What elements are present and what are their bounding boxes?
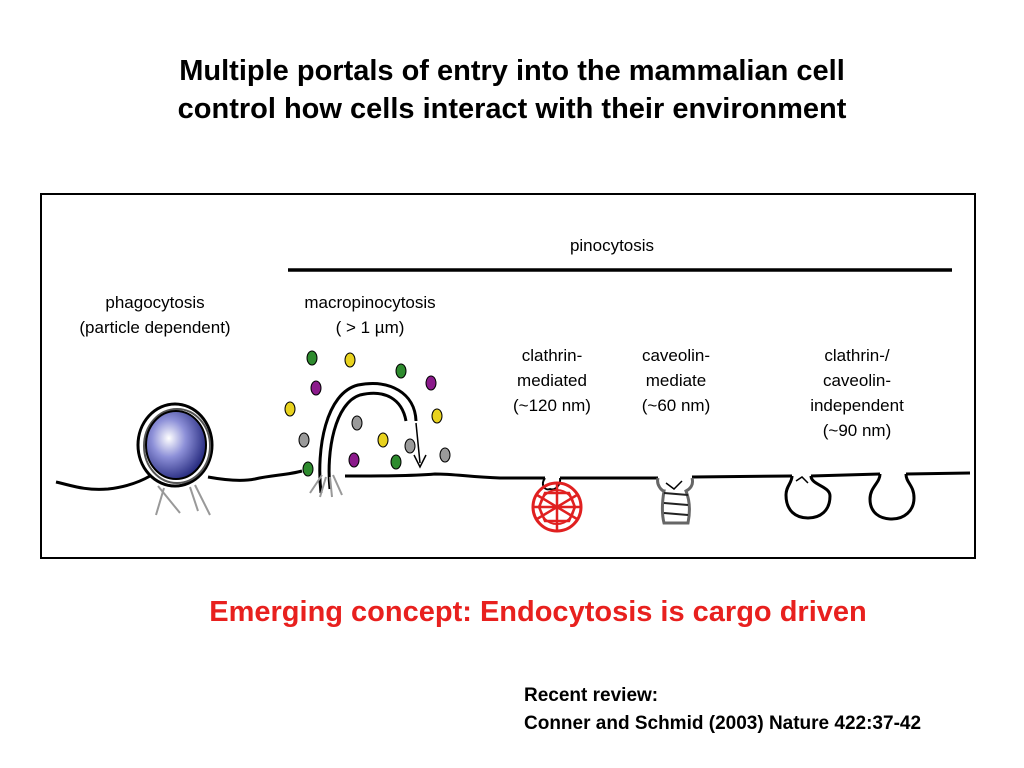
- macropinocytosis-ruffle: [309, 382, 427, 498]
- clathrin-mediated-label: clathrin- mediated (~120 nm): [513, 346, 591, 415]
- caveolin-coated-pit: [656, 477, 694, 525]
- endocytosis-illustration: [55, 268, 971, 533]
- ligand-particles: [284, 350, 451, 477]
- phagocytosis-label: phagocytosis (particle dependent): [79, 293, 231, 337]
- title-line-1: Multiple portals of entry into the mamma…: [179, 55, 845, 87]
- phagocytic-particle: [136, 402, 214, 516]
- caveolin-mediated-label: caveolin- mediate (~60 nm): [641, 346, 711, 415]
- slide-title: Multiple portals of entry into the mamma…: [0, 52, 1024, 128]
- reference-source: Conner and Schmid (2003) Nature 422:37-4…: [524, 713, 922, 734]
- plasma-membrane: [55, 469, 971, 491]
- endocytosis-diagram-panel: pinocytosis phagocytosis (particle depen…: [40, 193, 976, 559]
- macropinocytosis-label: macropinocytosis ( > 1 µm): [304, 293, 436, 337]
- clathrin-coated-vesicle: [531, 477, 583, 533]
- reference-citation: Recent review: Conner and Schmid (2003) …: [524, 682, 921, 738]
- pinocytosis-label: pinocytosis: [569, 236, 655, 255]
- reference-heading: Recent review:: [524, 685, 659, 706]
- independent-invaginations: [784, 473, 916, 521]
- title-line-2: control how cells interact with their en…: [177, 93, 847, 125]
- independent-label: clathrin-/ caveolin- independent (~90 nm…: [810, 346, 904, 440]
- emerging-concept-statement: Emerging concept: Endocytosis is cargo d…: [209, 596, 867, 628]
